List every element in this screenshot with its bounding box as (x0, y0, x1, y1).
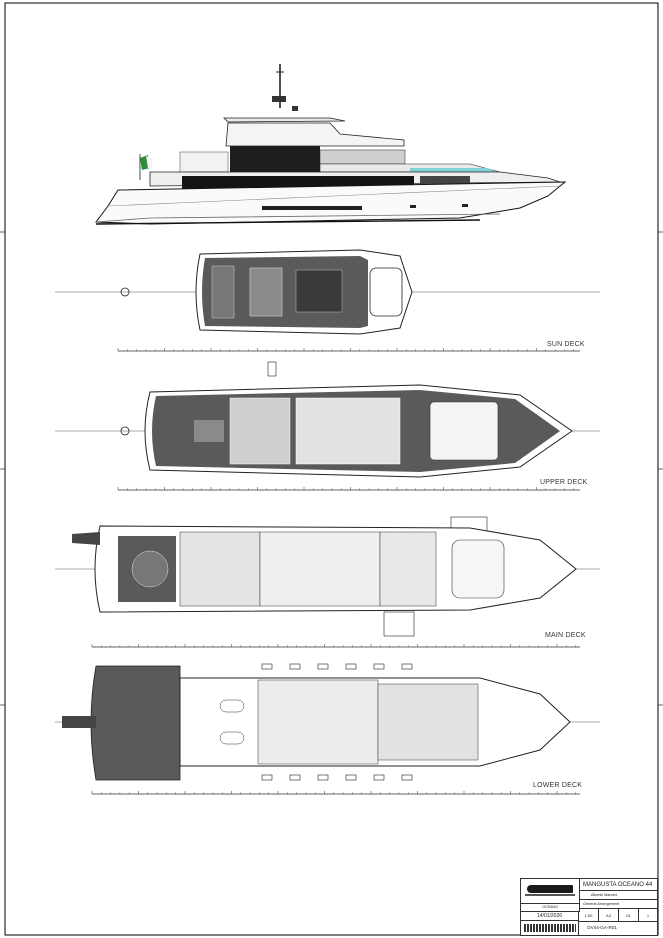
scale-value: 1:50 (579, 909, 599, 921)
drawing-title: General Arrangement (579, 900, 657, 909)
project-name: MANGUSTA OCEANO 44 (579, 879, 657, 891)
title-block: OCEANO MANGUSTA OCEANO 44 Alberto Mancin… (520, 878, 658, 936)
upper-deck-scale (117, 487, 580, 491)
upper-deck-label: UPPER DECK (540, 479, 588, 486)
sun-deck-plan (55, 249, 600, 335)
title-block-subtitle: OCEANO (521, 903, 580, 912)
lower-deck-label: LOWER DECK (533, 782, 583, 789)
main-deck-plan (55, 516, 600, 637)
lower-deck-scale (91, 791, 580, 795)
sun-deck-label: SUN DECK (547, 341, 585, 348)
main-deck-scale (91, 644, 580, 648)
main-deck-label: MAIN DECK (545, 632, 586, 639)
designer-name: Alberto Mancini (579, 891, 657, 900)
lower-deck-plan (55, 663, 600, 781)
sun-deck-scale (117, 348, 580, 352)
yacht-profile (95, 64, 567, 225)
drawing-code: OV44-GA-R01 (587, 925, 617, 930)
title-block-cells: 1:50 A3 01 1 (579, 909, 657, 922)
sheet-value: 1 (646, 913, 650, 918)
upper-deck-plan (55, 361, 600, 478)
format-value: A3 (599, 909, 619, 921)
brand-logo (521, 879, 580, 904)
revision-value: 01 (619, 909, 639, 921)
drawing-date: 14/01/2026 (521, 911, 579, 921)
barcode-stamp (521, 921, 579, 935)
